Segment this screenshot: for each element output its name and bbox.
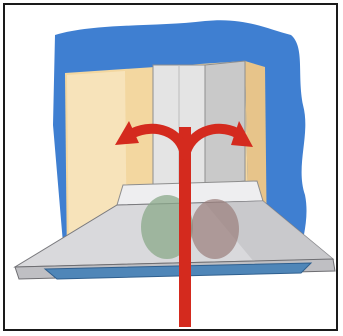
cooker-hood-illustration (5, 5, 336, 329)
illustration-frame (3, 3, 338, 331)
smoke-plume-right (191, 199, 239, 259)
